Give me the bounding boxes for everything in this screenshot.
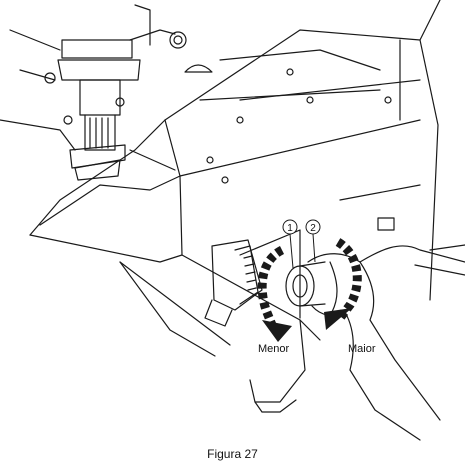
arrow-right-icon — [324, 238, 362, 330]
callout-1: 1 — [282, 219, 298, 269]
machine-housing — [29, 0, 465, 413]
callout-2: 2 — [305, 219, 321, 263]
label-menor: Menor — [258, 343, 290, 355]
label-maior: Maior — [348, 343, 376, 355]
figure-caption: Figura 27 — [207, 447, 258, 461]
svg-text:1: 1 — [287, 223, 293, 234]
adjustment-dial[interactable] — [204, 239, 326, 327]
svg-text:2: 2 — [310, 223, 316, 234]
needle-assembly — [0, 4, 187, 181]
arrow-left-icon — [257, 245, 292, 342]
hand-illustration — [307, 245, 465, 441]
